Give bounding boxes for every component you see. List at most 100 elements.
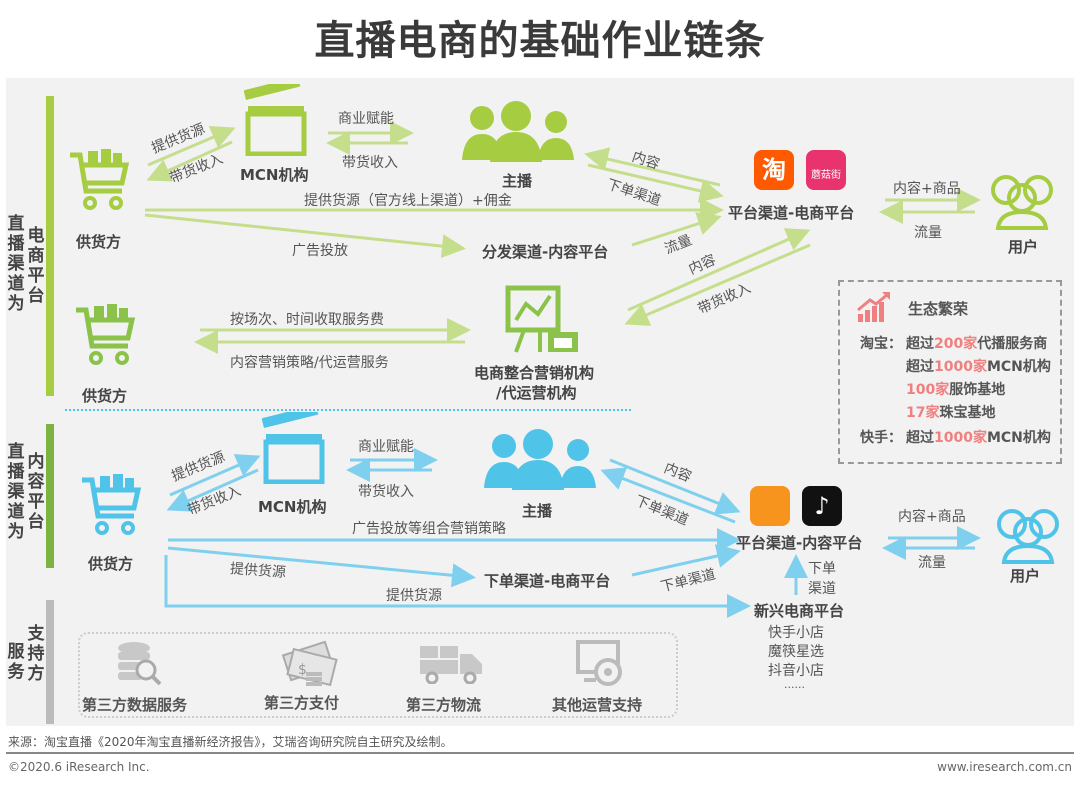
node-emerging-platform: 新兴电商平台 [754,602,845,620]
edge-label: 广告投放等组合营销策略 [352,521,506,537]
node-anchor: 主播 [502,172,533,190]
kuaishou-label: 快手： [860,430,902,446]
eco-highlight: 17家 [906,405,940,421]
edge-label: 带货收入 [358,484,414,500]
edge-label: 提供货源 [229,561,287,581]
section-label-content-outer: 直播渠道为 [6,442,26,542]
douyin-app-icon: ♪ [802,486,842,526]
label-text: 电商平台 [27,226,45,306]
section-bar-content [46,424,54,568]
label-text: 直播渠道为 [7,214,25,314]
anchors-people-icon [484,429,596,490]
users-group-icon [991,175,1053,230]
eco-line-1: 超过200家代播服务商 [906,333,1047,353]
node-order-channel-ecommerce: 下单渠道-电商平台 [484,572,611,590]
edge-label: 广告投放 [292,243,348,259]
node-anchor-content: 主播 [522,502,553,520]
node-user-1: 用户 [1008,238,1039,256]
label-text: 直播渠道为 [7,442,25,542]
edge-label: 内容+商品 [893,181,961,197]
ecosystem-box [838,280,1062,464]
section-label-support-outer: 服务 [6,642,26,682]
eco-text: 超过 [906,336,934,352]
taobao-label: 淘宝： [860,336,902,352]
delivery-truck-icon [420,646,482,684]
clapperboard-icon [244,84,307,156]
shopping-cart-icon [82,474,142,535]
section-bar-ecommerce [46,96,54,396]
monitor-settings-icon [576,640,622,686]
growth-chart-icon [857,292,890,322]
support-services-box [78,632,678,718]
page-title: 直播电商的基础作业链条 [314,18,766,64]
edge-label: 渠道 [808,581,836,597]
eco-text: 服饰基地 [949,382,1006,398]
node-supplier-content: 供货方 [88,555,134,573]
eco-text: MCN机构 [986,430,1051,446]
source-note: 来源：淘宝直播《2020年淘宝直播新经济报告》，艾瑞咨询研究院自主研究及绘制。 [8,735,453,749]
section-label-support-inner: 支持方 [26,624,46,684]
edge-label: 按场次、时间收取服务费 [230,312,384,328]
section-label-ecommerce-outer: 直播渠道为 [6,214,26,314]
edge-label: 流量 [918,555,946,571]
node-distribution-content-platform: 分发渠道-内容平台 [482,243,609,261]
edge-label: 提供货源 [386,588,442,604]
emerging-item: 快手小店 [768,625,824,641]
label-text: 服务 [7,642,25,682]
eco-highlight: 1000家 [934,359,987,375]
website-link[interactable]: www.iresearch.com.cn [937,760,1072,774]
svg-text:$: $ [298,662,307,678]
anchors-people-icon [462,101,574,162]
shopping-cart-icon [70,149,130,210]
edge-label: 商业赋能 [338,111,394,127]
eco-line-3: 100家服饰基地 [906,379,1005,399]
kuaishou-app-icon [750,486,790,526]
eco-highlight: 100家 [906,382,950,398]
support-item-operations: 其他运营支持 [552,696,643,714]
node-mcn: MCN机构 [240,166,309,184]
database-search-icon [118,642,162,686]
emerging-item: 抖音小店 [768,663,824,679]
eco-line-4: 17家珠宝基地 [906,402,995,422]
section-bar-support [46,600,54,724]
eco-line-2: 超过1000家MCN机构 [906,356,1051,376]
label-text: 支持方 [27,624,45,684]
ecosystem-title: 生态繁荣 [908,300,969,318]
eco-highlight: 1000家 [934,430,987,446]
edge-label: 内容+商品 [898,509,966,525]
node-agency-line2: /代运营机构 [496,384,577,402]
node-user-2: 用户 [1010,567,1041,585]
taobao-app-icon: 淘 [754,150,794,190]
support-item-data: 第三方数据服务 [82,696,188,714]
edge-label: 下单 [808,561,836,577]
eco-text: 超过 [906,359,934,375]
node-supplier-1: 供货方 [76,233,122,251]
presentation-chart-icon [505,285,578,353]
node-mcn-content: MCN机构 [258,498,327,516]
mogujie-app-icon: 蘑菇街 [806,150,846,190]
eco-line-5: 超过1000家MCN机构 [906,427,1051,447]
eco-text: 超过 [906,430,934,446]
edge-label: 流量 [914,225,942,241]
edge-label: 提供货源（官方线上渠道）+佣金 [304,193,512,209]
clapperboard-icon [262,412,325,484]
diagram-panel [6,78,1074,726]
section-label-ecommerce-inner: 电商平台 [26,226,46,306]
footer-divider [6,752,1074,754]
eco-text: MCN机构 [986,359,1051,375]
eco-text: 珠宝基地 [939,405,996,421]
support-item-payment: 第三方支付 [264,694,340,712]
label-text: 内容平台 [27,452,45,532]
copyright: ©2020.6 iResearch Inc. [8,760,150,774]
emerging-item: 魔筷星选 [768,644,824,660]
eco-text: 代播服务商 [977,336,1048,352]
eco-highlight: 200家 [934,336,978,352]
emerging-item: ...... [784,678,805,691]
section-label-content-inner: 内容平台 [26,452,46,532]
node-supplier-2: 供货方 [82,387,128,405]
node-agency-line1: 电商整合营销机构 [474,364,595,382]
shopping-cart-icon [76,304,136,365]
users-group-icon [997,509,1059,564]
edge-label: 带货收入 [342,155,398,171]
